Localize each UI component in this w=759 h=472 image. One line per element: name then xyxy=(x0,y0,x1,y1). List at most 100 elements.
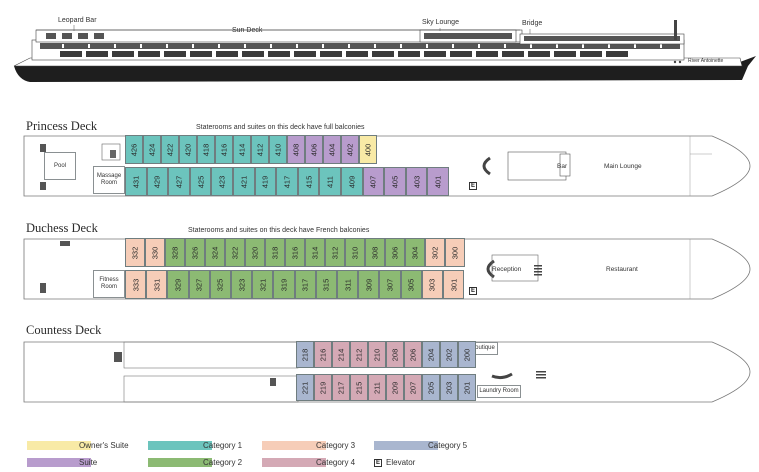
cabin-201: 201 xyxy=(458,374,476,401)
cabin-number: 205 xyxy=(426,381,436,394)
cabin-number: 403 xyxy=(412,175,422,188)
cabin-number: 203 xyxy=(444,381,454,394)
cabin-410: 410 xyxy=(269,135,287,164)
cabin-311: 311 xyxy=(337,270,359,299)
legend-swatch-category-4 xyxy=(262,458,326,467)
cabin-215: 215 xyxy=(350,374,368,401)
cabin-number: 303 xyxy=(427,278,437,291)
legend-label-category-3: Category 3 xyxy=(316,441,356,450)
cabin-327: 327 xyxy=(188,270,210,299)
cabin-200: 200 xyxy=(458,341,476,368)
cabin-307: 307 xyxy=(379,270,401,299)
cabin-406: 406 xyxy=(305,135,323,164)
cabin-number: 331 xyxy=(152,278,162,291)
ship-name-label: River Antoinette xyxy=(688,58,724,64)
cabin-424: 424 xyxy=(143,135,161,164)
cabin-207: 207 xyxy=(404,374,422,401)
legend-label-owners-suite: Owner's Suite xyxy=(79,441,129,450)
boutique-label: Boutique xyxy=(471,345,495,351)
cabin-405: 405 xyxy=(384,167,406,196)
cabin-number: 405 xyxy=(390,175,400,188)
cabin-number: 418 xyxy=(201,143,211,156)
cabin-number: 306 xyxy=(390,246,400,259)
cabin-number: 317 xyxy=(300,278,310,291)
leopard-bar-label: Leopard Bar xyxy=(58,17,97,24)
cabin-416: 416 xyxy=(215,135,233,164)
cabin-408: 408 xyxy=(287,135,305,164)
cabin-431: 431 xyxy=(125,167,147,196)
cabin-402: 402 xyxy=(341,135,359,164)
cabin-314: 314 xyxy=(305,238,325,267)
cabin-415: 415 xyxy=(297,167,320,196)
ship-profile xyxy=(13,20,756,82)
laundry-room: Laundry Room xyxy=(477,385,521,398)
cabin-number: 201 xyxy=(462,381,472,394)
cabin-number: 411 xyxy=(325,175,335,188)
cabin-number: 322 xyxy=(230,246,240,259)
princess-elevator-icon: E xyxy=(469,182,477,190)
cabin-218: 218 xyxy=(296,341,314,368)
countess-deck-hull xyxy=(23,341,751,403)
cabin-number: 202 xyxy=(444,348,454,361)
cabin-number: 415 xyxy=(304,175,314,188)
cabin-number: 329 xyxy=(173,278,183,291)
cabin-number: 320 xyxy=(250,246,260,259)
duchess-deck-note: Staterooms and suites on this deck have … xyxy=(188,227,370,234)
pool-label: Pool xyxy=(53,162,66,169)
cabin-number: 309 xyxy=(364,278,374,291)
cabin-210: 210 xyxy=(368,341,386,368)
cabin-number: 215 xyxy=(354,381,364,394)
restaurant-label: Restaurant xyxy=(606,266,638,273)
legend-label-suite: Suite xyxy=(79,458,98,467)
cabin-number: 408 xyxy=(291,143,301,156)
cabin-425: 425 xyxy=(189,167,212,196)
legend-swatch-owners-suite xyxy=(27,441,91,450)
cabin-206: 206 xyxy=(404,341,422,368)
cabin-number: 307 xyxy=(385,278,395,291)
cabin-221: 221 xyxy=(296,374,314,401)
cabin-number: 316 xyxy=(290,246,300,259)
cabin-number: 328 xyxy=(170,246,180,259)
cabin-404: 404 xyxy=(323,135,341,164)
cabin-number: 304 xyxy=(410,246,420,259)
cabin-318: 318 xyxy=(265,238,285,267)
cabin-414: 414 xyxy=(233,135,251,164)
cabin-303: 303 xyxy=(421,270,443,299)
cabin-317: 317 xyxy=(294,270,316,299)
massage-room-label: Massage Room xyxy=(96,173,122,186)
cabin-number: 301 xyxy=(449,278,459,291)
cabin-429: 429 xyxy=(146,167,169,196)
cabin-number: 312 xyxy=(330,246,340,259)
cabin-number: 315 xyxy=(321,278,331,291)
cabin-number: 321 xyxy=(258,278,268,291)
cabin-422: 422 xyxy=(161,135,179,164)
cabin-320: 320 xyxy=(245,238,265,267)
reception-label: Reception xyxy=(492,266,522,273)
cabin-number: 210 xyxy=(372,348,382,361)
cabin-421: 421 xyxy=(233,167,255,196)
cabin-219: 219 xyxy=(314,374,332,401)
cabin-number: 216 xyxy=(318,348,328,361)
cabin-204: 204 xyxy=(422,341,440,368)
cabin-number: 319 xyxy=(279,278,289,291)
cabin-302: 302 xyxy=(425,238,445,267)
cabin-number: 424 xyxy=(147,143,157,156)
cabin-321: 321 xyxy=(252,270,274,299)
cabin-number: 404 xyxy=(327,143,337,156)
cabin-number: 221 xyxy=(300,381,310,394)
cabin-418: 418 xyxy=(197,135,215,164)
cabin-322: 322 xyxy=(225,238,245,267)
legend-label-category-1: Category 1 xyxy=(203,441,243,450)
cabin-number: 422 xyxy=(165,143,175,156)
fitness-room: Fitness Room xyxy=(93,270,125,298)
cabin-325: 325 xyxy=(209,270,231,299)
cabin-number: 219 xyxy=(318,381,328,394)
cabin-number: 318 xyxy=(270,246,280,259)
cabin-316: 316 xyxy=(285,238,305,267)
cabin-number: 214 xyxy=(336,348,346,361)
cabin-403: 403 xyxy=(405,167,428,196)
legend-swatch-suite xyxy=(27,458,91,467)
cabin-number: 406 xyxy=(309,143,319,156)
cabin-202: 202 xyxy=(440,341,458,368)
cabin-number: 211 xyxy=(372,381,382,394)
